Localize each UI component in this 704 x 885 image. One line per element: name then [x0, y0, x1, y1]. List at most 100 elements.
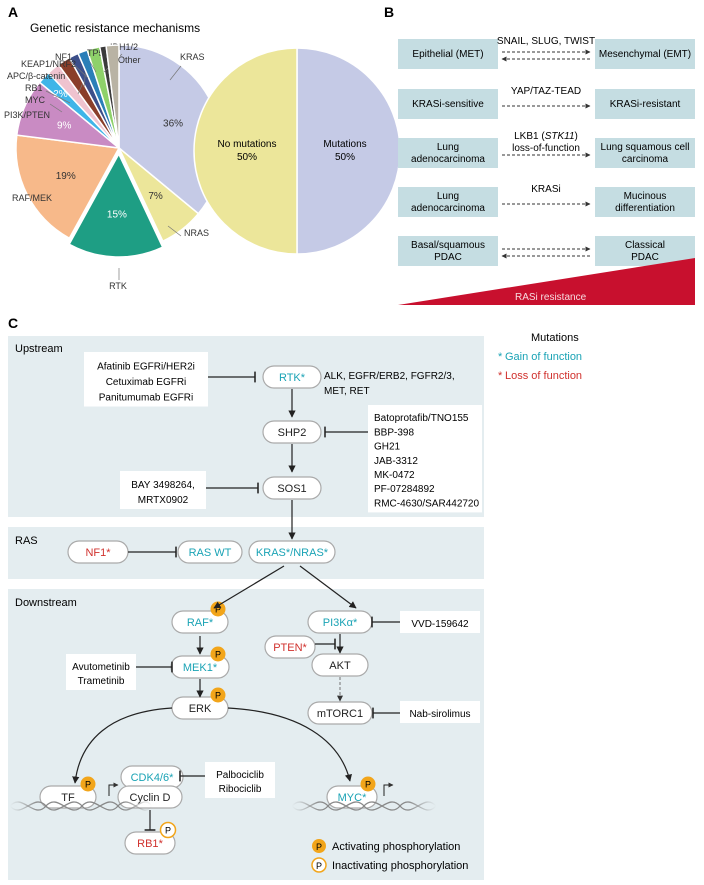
- node-rb1-label: RB1*: [137, 838, 163, 850]
- node-akt-label: AKT: [329, 660, 351, 672]
- inhibitor-box-sos1: BAY 3498264, MRTX0902: [120, 471, 206, 509]
- node-myc-label: MYC*: [338, 792, 367, 804]
- state-box-right: [595, 89, 695, 119]
- node-mek1: MEK1*: [170, 655, 230, 679]
- phospho-letter: P: [365, 780, 371, 790]
- kras-to-pi3k-arrow: [299, 565, 357, 609]
- state-box-right: [595, 187, 695, 217]
- pie-pct-myc: 2%: [53, 89, 68, 100]
- pie-label-nras: NRAS: [184, 228, 209, 238]
- phospho-inactive-icon: [159, 821, 177, 839]
- pie-label-raf-mek: RAF/MEK: [12, 193, 52, 203]
- panel-b-letter: B: [384, 4, 394, 20]
- node-mtorc1: mTORC1: [307, 701, 373, 725]
- state-left-text: adenocarcinoma: [411, 203, 485, 214]
- pie-pct-raf-mek: 19%: [56, 171, 76, 182]
- inhibitor-egfr-line: Panitumumab EGFRi: [99, 393, 193, 404]
- panel-a-title: Genetic resistance mechanisms: [30, 21, 200, 35]
- pie-pct-nras: 7%: [148, 191, 163, 202]
- inactivating-phospho-icon: [311, 857, 327, 873]
- pie-label-myc: MYC: [25, 95, 46, 105]
- state-box-right: [595, 39, 695, 69]
- inhibitor-shp2-line: RMC-4630/SAR442720: [374, 498, 479, 509]
- node-mtorc1-label: mTORC1: [317, 708, 363, 720]
- pie2-slice-no-mutations: [193, 47, 298, 255]
- transition-label: YAP/TAZ-TEAD: [511, 86, 581, 97]
- myc-transcription-arrow: [383, 782, 394, 796]
- pathway-connectors: [72, 371, 400, 831]
- node-cdk46-label: CDK4/6*: [131, 772, 175, 784]
- inhibitor-cdk-line: Ribociclib: [219, 784, 262, 795]
- inhibitor-mek-line: Avutometinib: [72, 662, 130, 673]
- phospho-active-icon: [210, 646, 226, 662]
- phospho-letter: P: [215, 650, 221, 660]
- activating-phospho-letter: P: [316, 842, 322, 852]
- state-right-text: Lung squamous cell: [601, 142, 690, 153]
- inhibitor-sos1-line: BAY 3498264,: [131, 480, 195, 491]
- inhibitor-mtor-line: Nab-sirolimus: [409, 709, 470, 720]
- pie-chart-resistance: 36%KRAS7%NRAS15%RTK19%RAF/MEK9%PI3K/PTEN…: [4, 42, 223, 291]
- node-rb1: RB1*: [124, 831, 176, 855]
- mutation-legend: Mutations * Gain of function * Loss of f…: [498, 332, 582, 382]
- node-sos1-pill: [262, 476, 322, 500]
- pie-pct-rtk: 15%: [107, 210, 127, 221]
- pie-leader: [89, 61, 97, 73]
- node-akt-pill: [311, 653, 369, 677]
- pie2-pct-no-mutations: 50%: [237, 152, 257, 163]
- tf-transcription-arrow: [108, 782, 119, 796]
- node-raf-pill: [171, 610, 229, 634]
- node-mtorc1-pill: [307, 701, 373, 725]
- state-left-text: Basal/squamous: [411, 240, 485, 251]
- pie-pct-pi3k-pten: 9%: [57, 120, 72, 131]
- pie-leader: [69, 60, 89, 79]
- state-left-text: Epithelial (MET): [412, 49, 483, 60]
- dna-helix-left: [9, 801, 153, 811]
- phospho-legend: P Activating phosphorylation P Inactivat…: [311, 839, 468, 873]
- inhibitor-cdk-line: Palbociclib: [216, 770, 264, 781]
- inhibitor-sos1-line: MRTX0902: [138, 495, 189, 506]
- node-raf-label: RAF*: [187, 617, 214, 629]
- inhibitor-box-shp2: Batoprotafib/TNO155BBP-398GH21JAB-3312MK…: [368, 405, 482, 513]
- state-box-left: [398, 187, 498, 217]
- inhibitor-rtk-list-line: ALK, EGFR/ERB2, FGFR2/3,: [324, 371, 455, 382]
- pie-label-apc-catenin: APC/β-catenin: [7, 71, 65, 81]
- node-rtk-pill: [262, 365, 322, 389]
- pie-slice-other: [105, 44, 120, 149]
- inhibitor-shp2-line: Batoprotafib/TNO155: [374, 413, 469, 424]
- node-shp2-pill: [262, 420, 322, 444]
- node-cdk46: CDK4/6*: [120, 765, 184, 789]
- node-erk-label: ERK: [189, 703, 212, 715]
- node-nf1-label: NF1*: [85, 547, 111, 559]
- node-erk: ERK: [171, 696, 229, 720]
- state-left-text: Lung: [437, 191, 459, 202]
- panel-c-letter: C: [8, 315, 18, 331]
- pie-label-pi3k-pten: PI3K/PTEN: [4, 110, 50, 120]
- node-kras-label: KRAS*/NRAS*: [256, 547, 329, 559]
- activating-phospho-icon: [312, 839, 326, 853]
- inactivating-phospho-letter: P: [316, 861, 322, 871]
- pie-leader: [45, 90, 71, 104]
- node-pten-label: PTEN*: [273, 642, 307, 654]
- inhibitor-box-pi3k: VVD-159642: [400, 611, 480, 633]
- kras-to-raf-arrow: [213, 565, 285, 609]
- inhibitor-shp2-line: BBP-398: [374, 427, 414, 438]
- legend-loss-star: *: [498, 370, 503, 382]
- inactivating-phospho-label: Inactivating phosphorylation: [332, 860, 468, 872]
- phospho-letter: P: [215, 691, 221, 701]
- phospho-active-icon: [80, 776, 96, 792]
- pie-label-keap1-nrf2: KEAP1/NRF2: [21, 59, 76, 69]
- node-pten: PTEN*: [264, 635, 316, 659]
- node-akt: AKT: [311, 653, 369, 677]
- pie-label-tp53: TP53: [87, 48, 109, 58]
- pie-leader: [49, 103, 63, 113]
- erk-to-tf-arrow: [72, 707, 173, 784]
- phospho-letter: P: [215, 605, 221, 615]
- node-raswt-label: RAS WT: [189, 547, 232, 559]
- phospho-active-icon: [210, 687, 226, 703]
